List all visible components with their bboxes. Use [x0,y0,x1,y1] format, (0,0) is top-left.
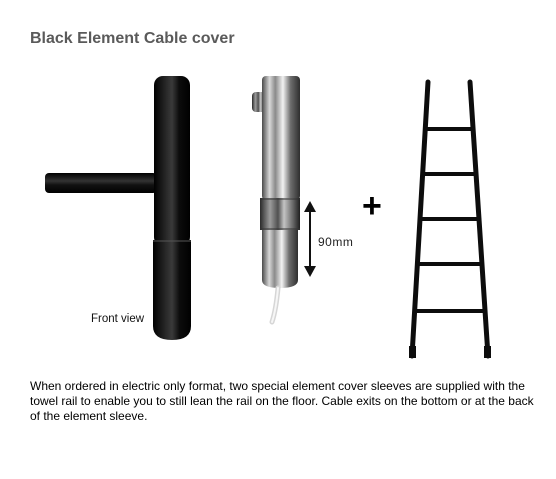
ladder-towel-rail [409,79,491,359]
ladder-foot-left [409,346,416,358]
chrome-tube [262,76,300,200]
chrome-element-with-cable [252,76,300,325]
product-illustration [45,76,491,359]
double-arrow-vertical-icon [304,201,316,277]
ladder-foot-right [484,346,491,358]
chrome-collar [260,198,300,230]
black-rail-front-view [45,76,191,340]
measurement-label: 90mm [318,235,354,249]
plus-sign: + [362,187,382,225]
chrome-sleeve [262,230,298,288]
description-text: When ordered in electric only format, tw… [30,379,534,423]
front-view-label: Front view [91,313,145,325]
page-title: Black Element Cable cover [30,30,235,47]
element-sleeve [153,240,191,340]
vertical-tube [154,76,190,246]
horizontal-bar [45,173,157,193]
